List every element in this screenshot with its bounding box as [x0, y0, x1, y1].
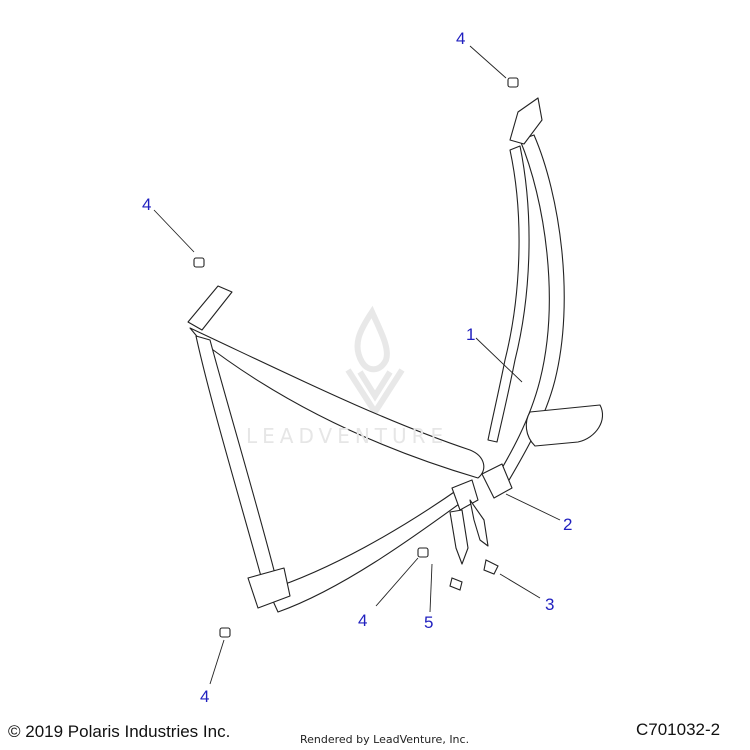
leader-4d [209, 639, 225, 685]
callout-3[interactable]: 3 [545, 595, 555, 614]
hardware [193, 77, 519, 638]
lap-belt [267, 487, 471, 613]
leader-2 [505, 493, 561, 521]
nut-left [193, 257, 205, 268]
callout-4-top[interactable]: 4 [456, 29, 466, 48]
nut-bottom-left [219, 627, 231, 638]
leader-5 [429, 563, 433, 613]
buckle-body [481, 463, 513, 499]
leader-3 [499, 573, 541, 599]
callout-4-left[interactable]: 4 [142, 195, 152, 214]
callout-2[interactable]: 2 [563, 515, 573, 534]
leader-4a [469, 45, 507, 79]
copyright-text: © 2019 Polaris Industries Inc. [8, 722, 231, 741]
leader-4c [375, 557, 419, 607]
nut-top-right [507, 77, 519, 88]
callout-4-center[interactable]: 4 [358, 611, 368, 630]
seat-belt-assembly [187, 97, 604, 613]
callout-4-bottom[interactable]: 4 [200, 687, 210, 706]
rendered-by-text: Rendered by LeadVenture, Inc. [300, 733, 470, 746]
leader-4b [153, 209, 195, 253]
buckle-stalk-right [469, 499, 489, 547]
bolt-2 [449, 577, 463, 591]
right-strap-inner [487, 145, 530, 443]
leadventure-watermark-logo [345, 305, 405, 418]
left-retractor [247, 567, 291, 609]
right-retractor [525, 404, 604, 447]
left-top-anchor [187, 285, 233, 331]
callout-5[interactable]: 5 [424, 613, 434, 632]
right-top-anchor [509, 97, 543, 145]
watermark-text: LEADVENTURE [246, 424, 449, 448]
leader-lines [153, 45, 561, 685]
callout-1[interactable]: 1 [466, 325, 476, 344]
buckle-stalk-left [449, 509, 469, 565]
left-upper-strap [189, 327, 485, 479]
leader-1 [475, 337, 523, 383]
nut-center [417, 547, 429, 558]
part-code: C701032-2 [636, 720, 721, 739]
bolt-1 [483, 559, 499, 575]
